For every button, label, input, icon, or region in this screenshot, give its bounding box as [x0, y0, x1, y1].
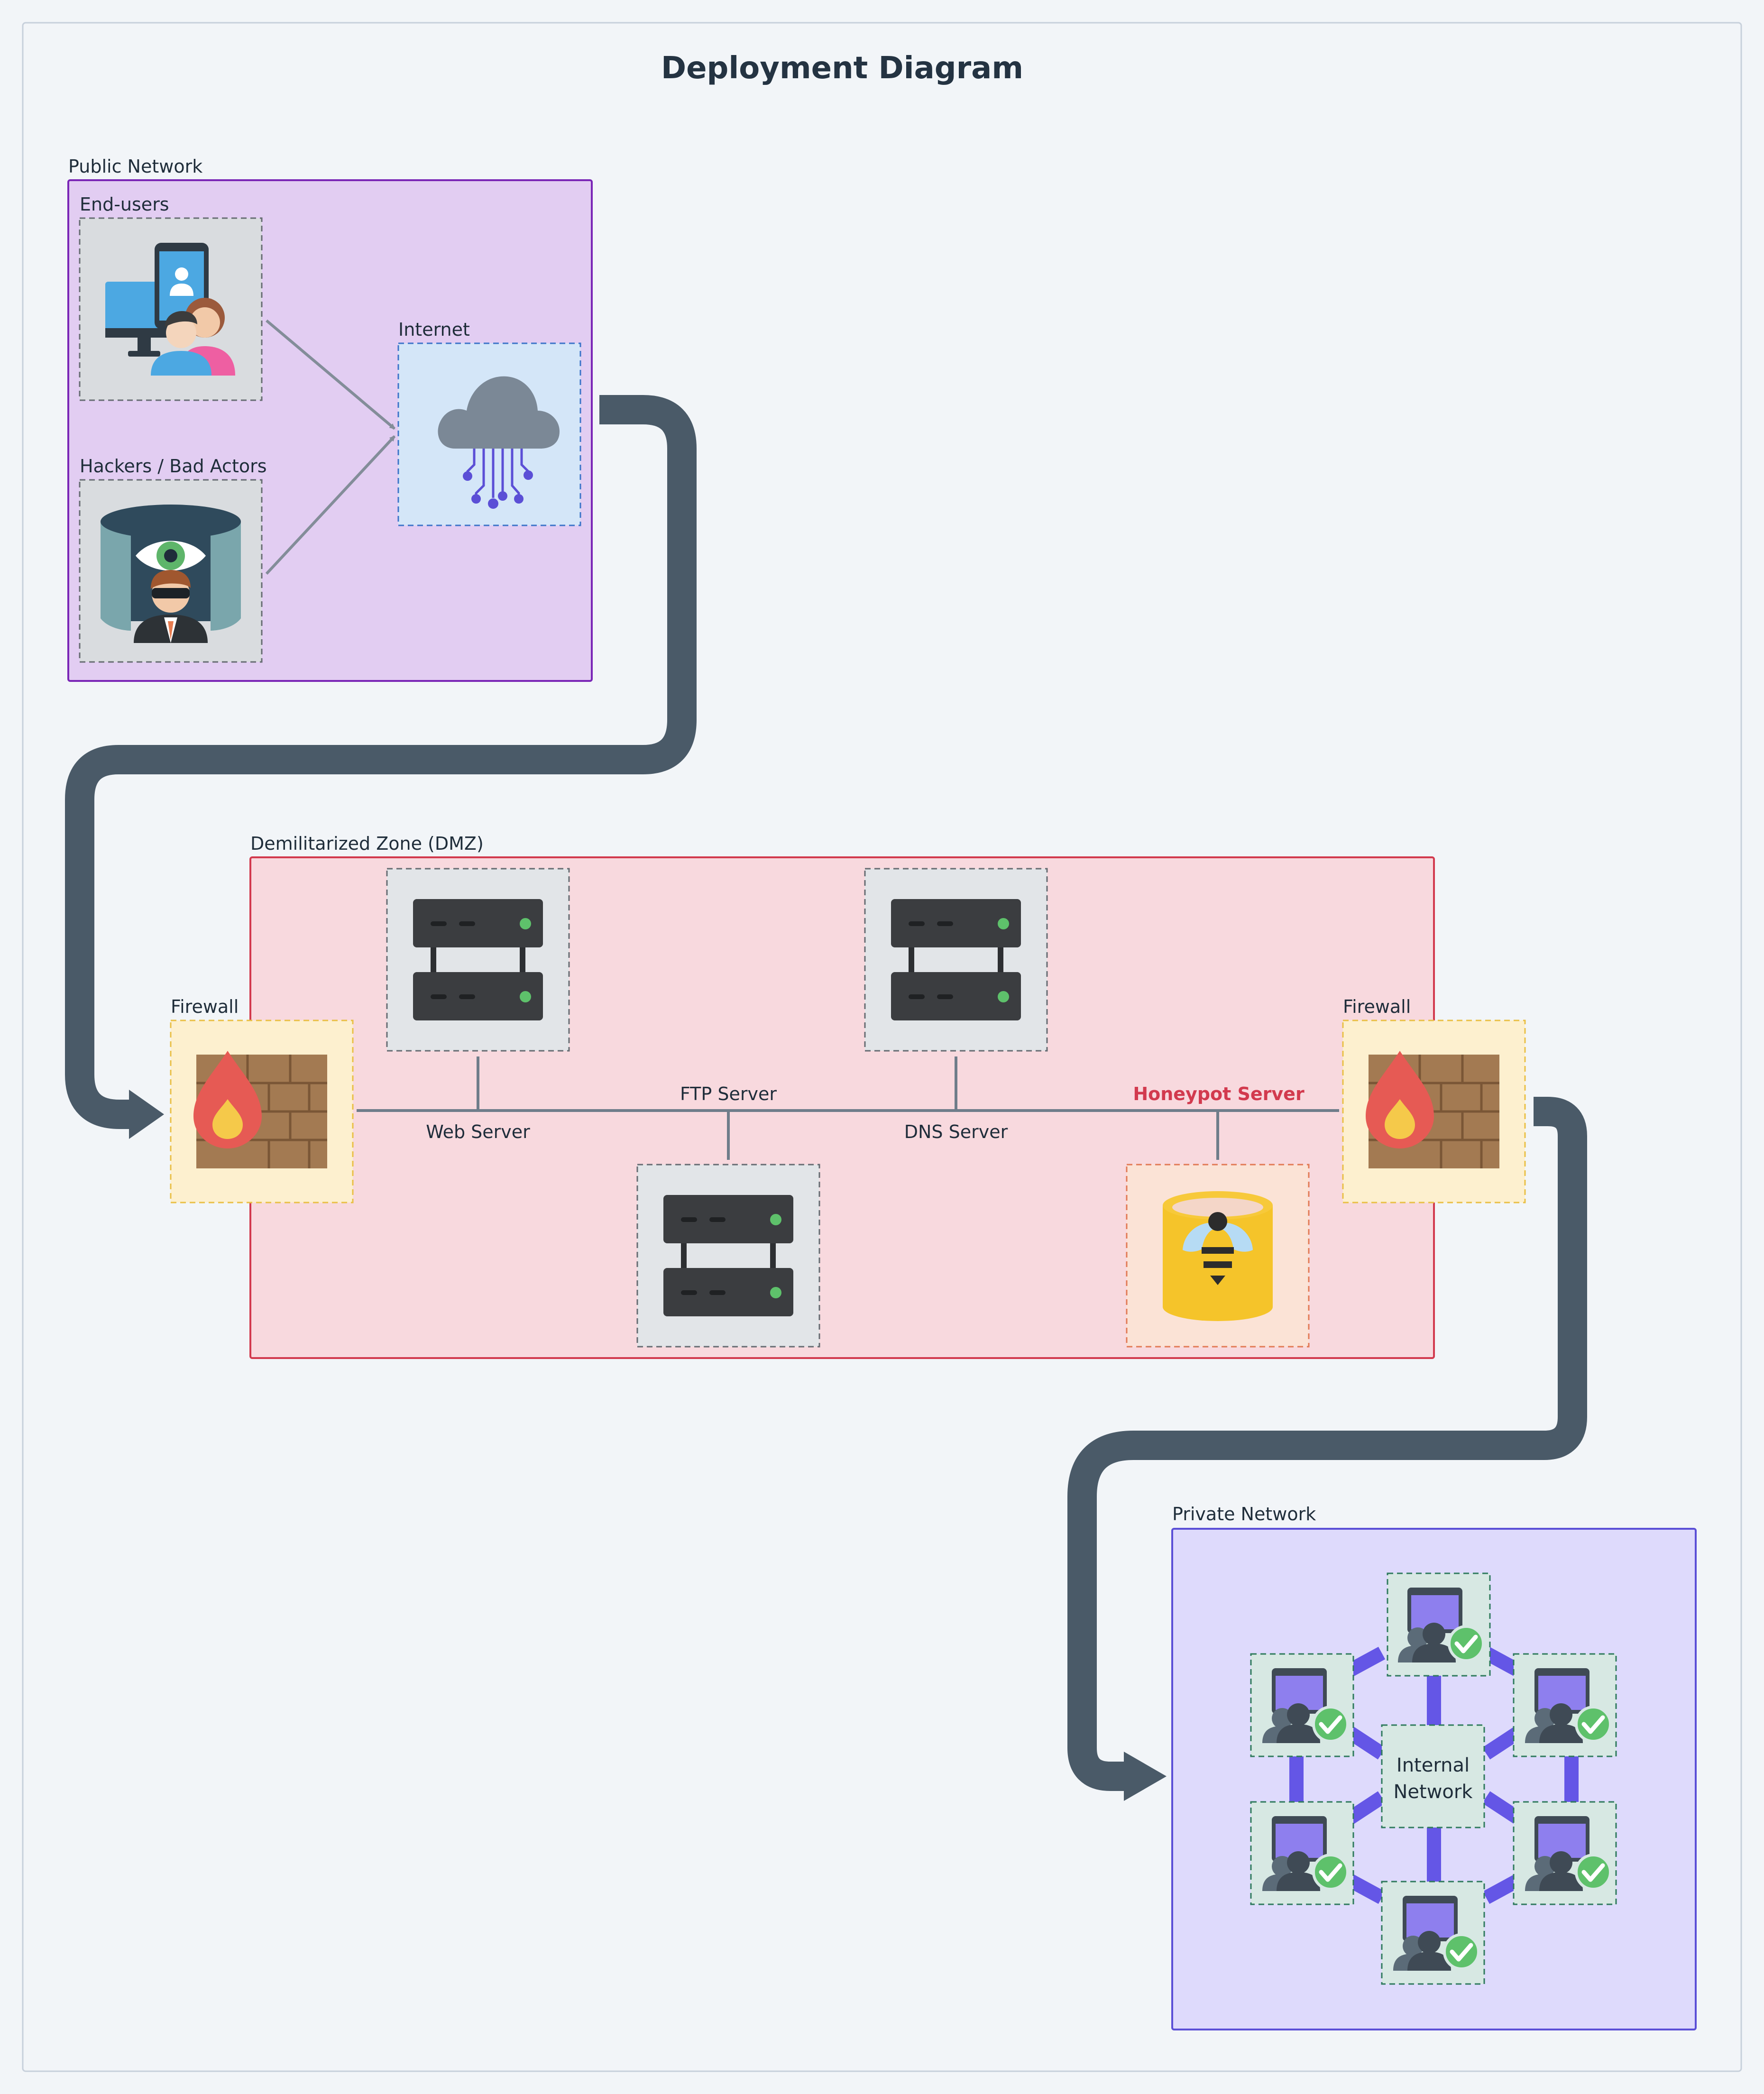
- node-label-ftp-server: FTP Server: [680, 1084, 777, 1104]
- workstation-node: [1250, 1653, 1354, 1757]
- node-label-end-users: End-users: [80, 194, 169, 215]
- node-label-firewall-left: Firewall: [171, 996, 239, 1017]
- flow-arrow-public-to-dmz: [65, 395, 697, 1129]
- node-label-dns-server: DNS Server: [904, 1121, 1008, 1142]
- node-ftp-server: [636, 1164, 820, 1348]
- workstation-node: [1513, 1653, 1617, 1757]
- workstation-node: [1387, 1572, 1491, 1677]
- page-title: Deployment Diagram: [661, 51, 1023, 86]
- node-label-hackers: Hackers / Bad Actors: [80, 456, 267, 477]
- hub-label-line2: Network: [1393, 1781, 1473, 1803]
- node-label-honeypot-server: Honeypot Server: [1133, 1084, 1305, 1104]
- node-label-web-server: Web Server: [426, 1121, 530, 1142]
- workstation-node: [1513, 1801, 1617, 1905]
- node-internal-network: [1381, 1724, 1485, 1828]
- node-label-firewall-right: Firewall: [1343, 996, 1411, 1017]
- flow-arrowhead-dmz: [129, 1090, 164, 1139]
- hub-label-line1: Internal: [1396, 1754, 1470, 1776]
- devices-users-icon: [105, 243, 235, 376]
- firewall-icon: [1366, 1051, 1499, 1168]
- flow-arrow-dmz-to-private: [1067, 1097, 1587, 1791]
- arrow-hackers-to-internet: [265, 435, 396, 575]
- workstation-node: [1381, 1881, 1485, 1985]
- arrow-end-users-to-internet: [266, 319, 395, 430]
- node-label-internet: Internet: [398, 319, 470, 340]
- firewall-icon: [193, 1051, 327, 1168]
- flow-arrowhead-private: [1124, 1752, 1167, 1801]
- zone-label-dmz: Demilitarized Zone (DMZ): [250, 833, 484, 854]
- zone-label-private: Private Network: [1172, 1504, 1316, 1525]
- zone-label-public: Public Network: [68, 156, 202, 177]
- node-web-server: [386, 868, 570, 1052]
- workstation-node: [1250, 1801, 1354, 1905]
- spy-eye-icon: [101, 505, 241, 643]
- dmz-bus: [357, 1056, 1339, 1160]
- honeypot-bee-icon: [1163, 1191, 1273, 1321]
- cloud-network-icon: [438, 376, 560, 509]
- node-dns-server: [864, 868, 1048, 1052]
